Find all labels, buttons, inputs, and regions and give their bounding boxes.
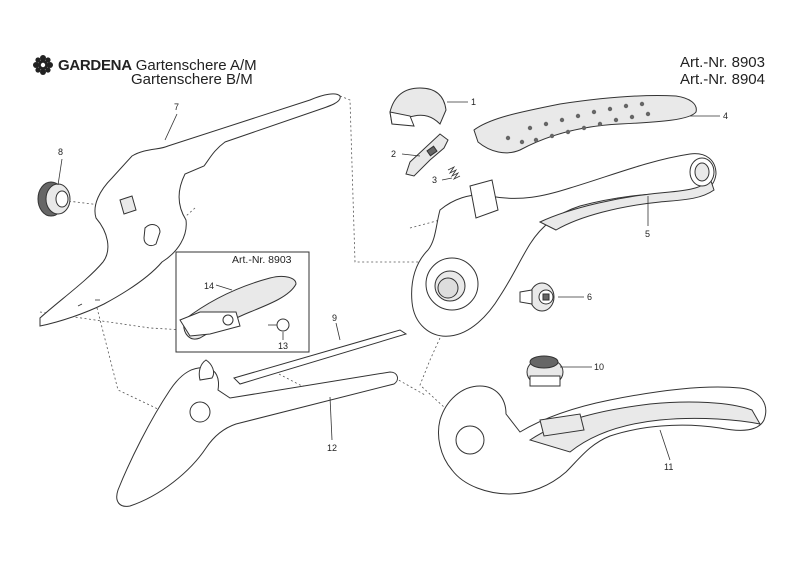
brand-name: GARDENA	[58, 56, 132, 74]
gardena-logo-icon	[33, 55, 53, 75]
inset-title: Art.-Nr. 8903	[232, 254, 292, 266]
brand-header: GARDENA Gartenschere A/M	[32, 54, 257, 76]
part-number-11: 11	[664, 462, 673, 472]
product-title-b: Gartenschere B/M	[131, 71, 253, 88]
part-number-8: 8	[58, 147, 63, 157]
upper-blade-part-7	[39, 93, 341, 327]
part-number-3: 3	[432, 175, 437, 185]
latch-part-2	[405, 133, 449, 177]
handle-cap-part-1	[389, 87, 447, 127]
part-number-4: 4	[723, 111, 728, 121]
upper-handle-part-5	[411, 153, 717, 337]
lower-handle-part-11	[438, 385, 767, 495]
screw-part-6	[519, 282, 555, 312]
article-number-a: Art.-Nr. 8903	[679, 54, 765, 71]
inset-detail-box: Art.-Nr. 8903	[175, 251, 310, 353]
spring-strip-part-9	[233, 329, 408, 385]
product-title-a: Gartenschere A/M	[135, 56, 257, 74]
spring-part-3	[447, 165, 461, 181]
part-number-7: 7	[174, 102, 179, 112]
part-number-12: 12	[327, 443, 337, 453]
part-number-2: 2	[391, 149, 396, 159]
grip-cover-part-4	[473, 94, 697, 154]
plug-part-10	[526, 355, 564, 387]
part-number-5: 5	[645, 229, 650, 239]
part-number-9: 9	[332, 313, 337, 323]
lower-blade-part-12	[116, 359, 398, 507]
part-number-10: 10	[594, 362, 604, 372]
nut-part-8	[37, 181, 71, 217]
part-number-14: 14	[204, 281, 214, 291]
leader-lines	[57, 101, 720, 461]
article-number-b: Art.-Nr. 8904	[679, 71, 765, 88]
part-number-1: 1	[471, 97, 476, 107]
part-number-labels: 7 8 1 2 3 4 5 6 10 11 9 12 14 13	[58, 97, 728, 472]
part-number-13: 13	[278, 341, 288, 351]
part-number-6: 6	[587, 292, 592, 302]
